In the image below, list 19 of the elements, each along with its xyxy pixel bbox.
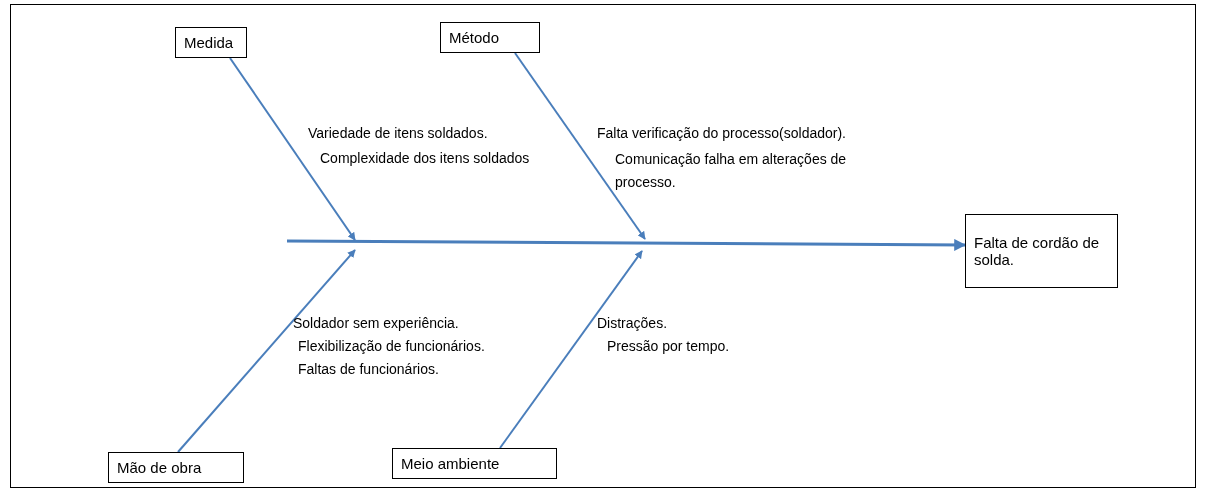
cause-text: Falta verificação do processo(soldador). [597, 125, 846, 141]
category-box: Método [440, 22, 540, 53]
cause-text: Complexidade dos itens soldados [320, 150, 530, 166]
arrow [514, 52, 646, 240]
category-box: Meio ambiente [392, 448, 557, 479]
arrow [177, 249, 356, 453]
effect-box: Falta de cordão de solda. [965, 214, 1118, 288]
category-box: Medida [175, 27, 247, 58]
cause-text: Soldador sem experiência. [293, 315, 459, 331]
cause-text: Pressão por tempo. [607, 338, 730, 354]
arrow [499, 250, 643, 449]
cause-text: Variedade de itens soldados. [308, 125, 488, 141]
arrow [229, 57, 356, 241]
cause-text: Flexibilização de funcionários. [298, 338, 485, 354]
cause-text: Comunicação falha em alterações de processo. [615, 150, 848, 192]
cause-text: Distrações. [597, 315, 668, 331]
cause-text: Faltas de funcionários. [298, 361, 439, 377]
category-box: Mão de obra [108, 452, 244, 483]
arrow [287, 238, 967, 251]
